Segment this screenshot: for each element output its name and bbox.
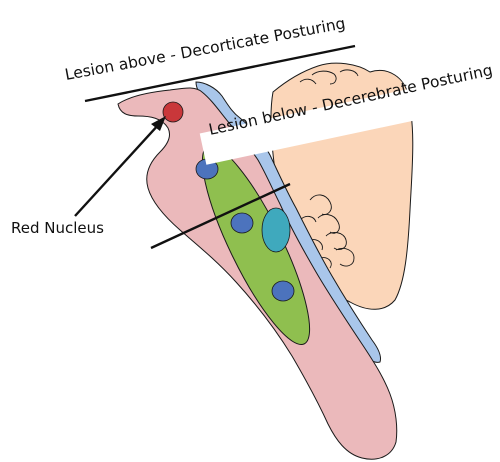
red-nucleus-arrow [74, 122, 161, 217]
lesion-line-below [150, 182, 291, 250]
red-nucleus-arrowhead [151, 116, 166, 131]
nucleus-lower [271, 280, 295, 302]
red-nucleus [162, 101, 184, 123]
nucleus-teal [261, 207, 291, 253]
nucleus-middle [230, 212, 254, 234]
cerebellum-folia [299, 69, 359, 269]
lesion-below-label-box [199, 75, 481, 165]
lesion-line-above [84, 44, 356, 103]
red-nucleus-label: Red Nucleus [11, 219, 104, 237]
